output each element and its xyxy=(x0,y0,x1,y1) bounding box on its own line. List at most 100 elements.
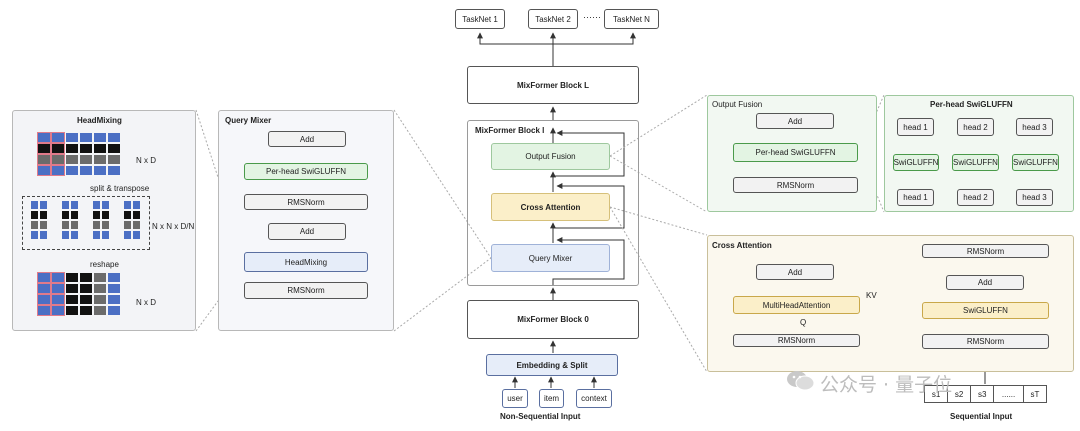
matrix-cell xyxy=(108,273,120,282)
seq-token-ellipsis: ...... xyxy=(994,386,1024,402)
mixformer-block-l-inner-panel xyxy=(467,120,639,286)
matrix-cell xyxy=(94,144,106,153)
qm-rmsnorm-top-label: RMSNorm xyxy=(287,197,325,207)
watermark-text: 公众号 · 量子位 xyxy=(820,374,953,396)
matrix-cell xyxy=(93,221,100,229)
seq-token-sT-label: sT xyxy=(1030,389,1040,399)
matrix-cell xyxy=(124,221,131,229)
ph-head-1-bottom-label: head 1 xyxy=(903,193,928,202)
ca-rmsnorm-left-box: RMSNorm xyxy=(733,334,860,347)
matrix-cell xyxy=(37,154,51,165)
of-add-box: Add xyxy=(756,113,834,129)
headmixing-nd-bottom-label: N x D xyxy=(136,298,156,307)
matrix-cell xyxy=(108,144,120,153)
ph-swiglu-1: SwiGLUFFN xyxy=(893,154,939,171)
qm-rmsnorm-bottom-label: RMSNorm xyxy=(287,286,325,295)
ca-add-left-box: Add xyxy=(756,264,834,280)
matrix-cell xyxy=(31,221,38,229)
ph-swiglu-2-label: SwiGLUFFN xyxy=(953,158,998,167)
embedding-split-label: Embedding & Split xyxy=(516,360,588,370)
ca-add-right-label: Add xyxy=(977,278,993,287)
matrix-cell xyxy=(51,272,65,283)
non-sequential-input-caption: Non-Sequential Input xyxy=(500,412,581,421)
headmixing-nd-top-label: N x D xyxy=(136,156,156,165)
seq-token-s2: s2 xyxy=(948,386,972,402)
tasknet-1-label: TaskNet 1 xyxy=(462,14,498,24)
headmixing-nnd-label: N x N x D/N xyxy=(152,222,195,231)
headmixing-sub-matrix-3 xyxy=(93,201,109,239)
mixformer-block-0-box: MixFormer Block 0 xyxy=(467,300,639,339)
matrix-cell xyxy=(51,283,65,294)
ph-head-2-bottom-label: head 2 xyxy=(963,193,988,202)
matrix-cell xyxy=(51,154,65,165)
matrix-cell xyxy=(133,211,140,219)
of-rmsnorm-label: RMSNorm xyxy=(776,180,815,190)
matrix-cell xyxy=(108,155,120,164)
ph-head-2-top-label: head 2 xyxy=(963,122,988,132)
qm-perhead-swiglu-box: Per-head SwiGLUFFN xyxy=(244,163,368,180)
matrix-cell xyxy=(108,284,120,293)
matrix-cell xyxy=(31,201,38,209)
matrix-cell xyxy=(66,284,78,293)
output-fusion-panel-title: Output Fusion xyxy=(712,100,763,109)
seq-token-sT: sT xyxy=(1023,386,1047,402)
input-item-box: item xyxy=(539,389,564,408)
matrix-cell xyxy=(71,211,78,219)
matrix-cell xyxy=(93,201,100,209)
seq-token-s1: s1 xyxy=(925,386,949,402)
matrix-cell xyxy=(80,295,92,304)
ca-rmsnorm-right-bottom-label: RMSNorm xyxy=(966,337,1005,346)
of-perhead-swiglu-box: Per-head SwiGLUFFN xyxy=(733,143,858,162)
ph-head-3-top: head 3 xyxy=(1016,118,1053,136)
matrix-cell xyxy=(80,284,92,293)
matrix-cell xyxy=(51,305,65,316)
headmixing-split-label: split & transpose xyxy=(90,184,150,193)
matrix-cell xyxy=(66,144,78,153)
mixformer-block-l-label: MixFormer Block L xyxy=(516,80,589,90)
ca-q-label: Q xyxy=(800,318,807,327)
input-item-label: item xyxy=(543,394,560,403)
seq-token-s1-label: s1 xyxy=(931,389,941,399)
query-mixer-panel-title: Query Mixer xyxy=(225,116,272,125)
ph-swiglu-1-label: SwiGLUFFN xyxy=(893,158,939,167)
matrix-cell xyxy=(66,155,78,164)
headmixing-reshape-label: reshape xyxy=(90,260,119,269)
qm-add-top-label: Add xyxy=(299,134,315,144)
qm-add-bottom-label: Add xyxy=(299,227,315,236)
qm-rmsnorm-bottom-box: RMSNorm xyxy=(244,282,368,299)
ca-kv-label: KV xyxy=(866,291,877,300)
matrix-cell xyxy=(71,221,78,229)
ph-head-3-bottom: head 3 xyxy=(1016,189,1053,206)
matrix-cell xyxy=(108,133,120,142)
matrix-cell xyxy=(94,273,106,282)
matrix-cell xyxy=(31,211,38,219)
cross-attention-panel-title: Cross Attention xyxy=(712,241,772,250)
matrix-cell xyxy=(94,284,106,293)
matrix-cell xyxy=(94,166,106,175)
tasknet-ellipsis: ······ xyxy=(583,12,601,22)
mixformer-block-l-inner-title: MixFormer Block l xyxy=(475,126,545,135)
matrix-cell xyxy=(94,295,106,304)
matrix-cell xyxy=(66,166,78,175)
matrix-cell xyxy=(80,144,92,153)
ph-head-2-top: head 2 xyxy=(957,118,994,136)
of-rmsnorm-box: RMSNorm xyxy=(733,177,858,193)
qm-headmixing-label: HeadMixing xyxy=(284,257,328,267)
matrix-cell xyxy=(133,231,140,239)
sequential-tokens-strip: s1 s2 s3 ...... sT xyxy=(924,385,1047,403)
sequential-input-caption: Sequential Input xyxy=(950,412,1013,421)
ca-add-right-box: Add xyxy=(946,275,1024,290)
matrix-cell xyxy=(40,221,47,229)
matrix-cell xyxy=(108,166,120,175)
seq-token-s3: s3 xyxy=(971,386,995,402)
matrix-cell xyxy=(93,211,100,219)
tasknet-2-label: TaskNet 2 xyxy=(535,14,571,24)
matrix-cell xyxy=(40,231,47,239)
qm-perhead-swiglu-label: Per-head SwiGLUFFN xyxy=(265,167,347,176)
output-fusion-box: Output Fusion xyxy=(491,143,610,170)
matrix-cell xyxy=(62,201,69,209)
matrix-cell xyxy=(80,155,92,164)
matrix-cell xyxy=(51,143,65,154)
mixformer-block-0-label: MixFormer Block 0 xyxy=(517,315,589,324)
input-user-label: user xyxy=(507,394,523,403)
